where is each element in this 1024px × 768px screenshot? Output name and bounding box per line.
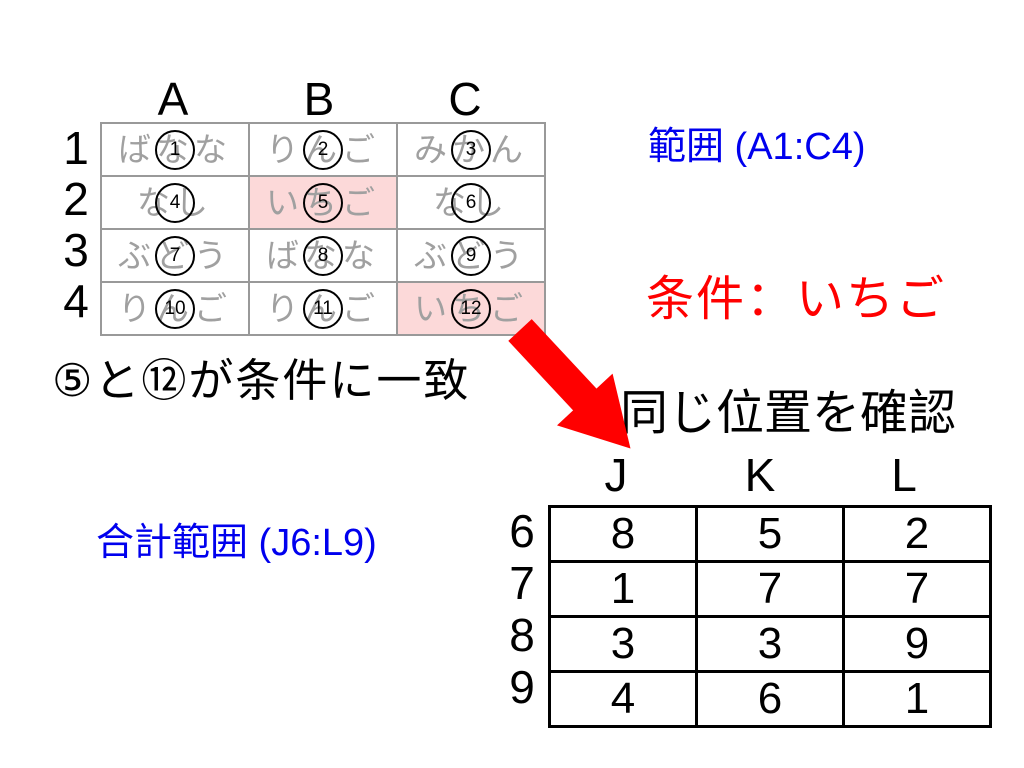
- sum-row-header-6: 6: [509, 505, 535, 557]
- cell-L8: 9: [842, 615, 992, 673]
- circled-number: 10: [155, 288, 195, 329]
- circled-number: 8: [303, 235, 343, 276]
- circled-number: 2: [303, 129, 343, 170]
- circled-number: 6: [451, 182, 491, 223]
- sum-col-header-J: J: [604, 449, 628, 501]
- source-table: ばなな 1 りんご 2 みかん 3 なし 4 いちご 5 なし: [100, 122, 546, 336]
- cell-A4: りんご 10: [100, 281, 250, 336]
- sum-col-header-L: L: [891, 449, 917, 501]
- cell-C1: みかん 3: [396, 122, 546, 177]
- check-position-label: 同じ位置を確認: [620, 387, 957, 440]
- cell-B4: りんご 11: [248, 281, 398, 336]
- cell-J7: 1: [548, 560, 698, 618]
- cell-B2-highlighted: いちご 5: [248, 175, 398, 230]
- cell-L9: 1: [842, 670, 992, 728]
- cell-C2: なし 6: [396, 175, 546, 230]
- sum-col-header-K: K: [744, 449, 776, 501]
- circled-number: 12: [451, 288, 491, 329]
- cell-A3: ぶどう 7: [100, 228, 250, 283]
- sum-range-label: 合計範囲 (J6:L9): [96, 522, 377, 564]
- sum-row-header-7: 7: [509, 557, 535, 609]
- cell-J9: 4: [548, 670, 698, 728]
- circled-number: 9: [451, 235, 491, 276]
- cell-B1: りんご 2: [248, 122, 398, 177]
- red-arrow-icon: [508, 319, 631, 449]
- cell-K9: 6: [695, 670, 845, 728]
- source-col-header-A: A: [157, 73, 189, 125]
- range-label: 範囲 (A1:C4): [648, 126, 866, 168]
- cell-B3: ばなな 8: [248, 228, 398, 283]
- circled-number: 4: [155, 182, 195, 223]
- sum-row-header-8: 8: [509, 609, 535, 661]
- cell-A1: ばなな 1: [100, 122, 250, 177]
- sum-row-header-9: 9: [509, 661, 535, 713]
- source-row-header-4: 4: [63, 275, 89, 327]
- cell-J6: 8: [548, 505, 698, 563]
- cell-L7: 7: [842, 560, 992, 618]
- circled-number: 1: [155, 129, 195, 170]
- cell-L6: 2: [842, 505, 992, 563]
- cell-C4-highlighted: いちご 12: [396, 281, 546, 336]
- cell-A2: なし 4: [100, 175, 250, 230]
- source-col-header-B: B: [303, 73, 335, 125]
- source-row-header-2: 2: [63, 173, 89, 225]
- cell-C3: ぶどう 9: [396, 228, 546, 283]
- circled-number: 7: [155, 235, 195, 276]
- circled-number: 11: [303, 288, 343, 329]
- cell-K7: 7: [695, 560, 845, 618]
- condition-label: 条件：いちご: [646, 273, 947, 326]
- circled-number: 3: [451, 129, 491, 170]
- cell-K6: 5: [695, 505, 845, 563]
- source-col-header-C: C: [448, 73, 482, 125]
- source-row-header-1: 1: [63, 122, 89, 174]
- cell-K8: 3: [695, 615, 845, 673]
- match-result-label: ⑤と⑫が条件に一致: [52, 355, 471, 406]
- circled-number: 5: [303, 182, 343, 223]
- sum-table: 8 5 2 1 7 7 3 3 9 4 6 1: [548, 505, 992, 728]
- source-row-header-3: 3: [63, 224, 89, 276]
- cell-J8: 3: [548, 615, 698, 673]
